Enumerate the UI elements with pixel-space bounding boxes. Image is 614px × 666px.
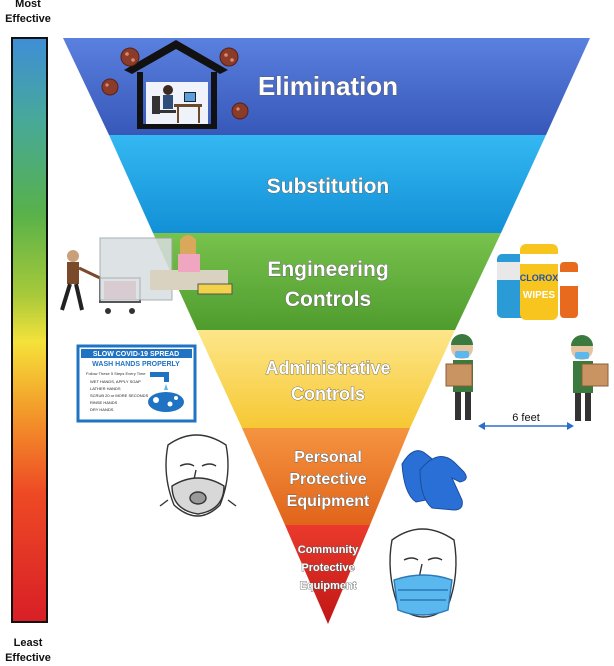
sign-title: SLOW COVID-19 SPREAD [93, 351, 179, 358]
sign-step-4: RINSE HANDS [90, 400, 118, 405]
tier-ppe-label-1: Personal [294, 449, 362, 466]
house-remote-worker-icon [124, 40, 228, 129]
sign-step-5: DRY HANDS [90, 407, 114, 412]
tier-community-label-2: Protective [301, 562, 354, 574]
sign-subtitle: WASH HANDS PROPERLY [92, 361, 180, 368]
cloth-face-mask-icon [389, 528, 457, 618]
least-effective-label: Least Effective [0, 636, 56, 666]
wipes-product-label: WIPES [523, 290, 556, 301]
most-effective-label: Most Effective [0, 0, 56, 27]
six-feet-distance-arrow [478, 422, 574, 430]
masked-person-with-box-right [571, 335, 609, 421]
wipes-brand-label: CLOROX [520, 273, 559, 283]
sign-step-1: WET HANDS, APPLY SOAP [90, 379, 141, 384]
tier-ppe-label-3: Equipment [287, 493, 370, 510]
tier-substitution-label: Substitution [267, 175, 389, 198]
tier-administrative-label-2: Controls [291, 384, 365, 404]
tier-administrative-band [197, 330, 455, 428]
six-feet-label: 6 feet [512, 412, 540, 424]
sign-step-2: LATHER HANDS [90, 386, 121, 391]
sign-step-3: SCRUB 20 or MORE SECONDS [90, 393, 149, 398]
effective-label-bottom: Effective [5, 652, 51, 664]
tier-community-label-3: Equipment [300, 580, 357, 592]
effective-label-top: Effective [5, 13, 51, 25]
n95-respirator-face-icon [159, 434, 237, 517]
plexiglass-checkout-icon [99, 235, 233, 301]
handwashing-sign: SLOW COVID-19 SPREAD WASH HANDS PROPERLY… [76, 344, 197, 423]
blue-gloves-icon [401, 450, 467, 511]
least-label: Least [13, 637, 43, 649]
masked-person-with-box-left [445, 334, 473, 420]
tier-elimination-label: Elimination [258, 71, 398, 101]
virus-particle-icons [101, 47, 249, 120]
tier-administrative-label-1: Administrative [265, 358, 390, 378]
sign-caption: Follow These 5 Steps Every Time [86, 371, 146, 376]
tier-engineering-label-1: Engineering [267, 258, 388, 281]
tier-engineering-band [153, 233, 501, 330]
tier-ppe-label-2: Protective [289, 471, 366, 488]
faucet-handwashing-icon [148, 372, 184, 412]
most-label: Most [15, 0, 41, 10]
tier-substitution-band [109, 135, 546, 233]
tier-community-label-1: Community [298, 544, 359, 556]
tier-ppe-band [242, 428, 410, 525]
effectiveness-gradient-bar [11, 37, 48, 623]
disinfecting-wipes-icon: CLOROX WIPES [497, 244, 578, 320]
tier-community-band [285, 525, 370, 624]
tier-engineering-label-2: Controls [285, 288, 371, 311]
